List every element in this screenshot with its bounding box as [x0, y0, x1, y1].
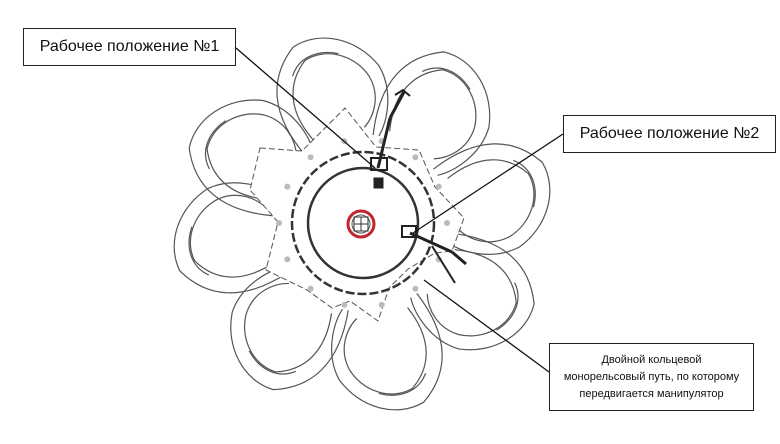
leader-lines — [235, 47, 564, 373]
petal-shell — [276, 37, 389, 156]
support-stud — [412, 154, 419, 161]
callout-working-position-1: Рабочее положение №1 — [23, 28, 236, 66]
petal-shell — [173, 182, 290, 294]
support-stud — [307, 154, 314, 161]
leader-rail-note — [423, 279, 550, 373]
callout-working-position-2: Рабочее положение №2 — [563, 115, 776, 153]
callout-label: Рабочее положение №2 — [579, 125, 760, 142]
petal-shell — [372, 51, 491, 176]
support-stud — [378, 301, 385, 308]
support-stud — [284, 256, 291, 263]
petal-shell — [432, 143, 551, 255]
note-line: монорельсовый путь, по которому — [563, 370, 740, 383]
support-stud — [435, 183, 442, 190]
manipulator-position-1 — [370, 88, 411, 189]
leader-position-2 — [412, 133, 564, 234]
support-stud — [276, 220, 282, 226]
support-stud — [284, 183, 291, 190]
manipulator-position-2 — [401, 225, 467, 284]
callout-monorail-note: Двойной кольцевой монорельсовый путь, по… — [549, 343, 754, 411]
support-stud — [444, 220, 450, 226]
central-hub — [346, 209, 376, 239]
support-stud — [412, 285, 419, 292]
support-studs — [276, 138, 450, 308]
petal-shell — [410, 232, 535, 351]
petal-shell — [331, 292, 443, 411]
leader-position-1 — [235, 47, 376, 169]
support-stud — [307, 285, 314, 292]
petal-shell — [230, 266, 349, 391]
support-stud — [341, 301, 348, 308]
note-line: Двойной кольцевой — [601, 353, 702, 366]
platform-star — [249, 107, 465, 322]
petal-shells — [173, 37, 551, 411]
outer-rail — [290, 150, 436, 296]
note-line: передвигается манипулятор — [579, 387, 724, 400]
callout-label: Рабочее положение №1 — [39, 38, 220, 55]
double-ring-monorail — [290, 150, 436, 296]
inner-rail — [306, 166, 420, 280]
petal-shell — [188, 99, 314, 217]
